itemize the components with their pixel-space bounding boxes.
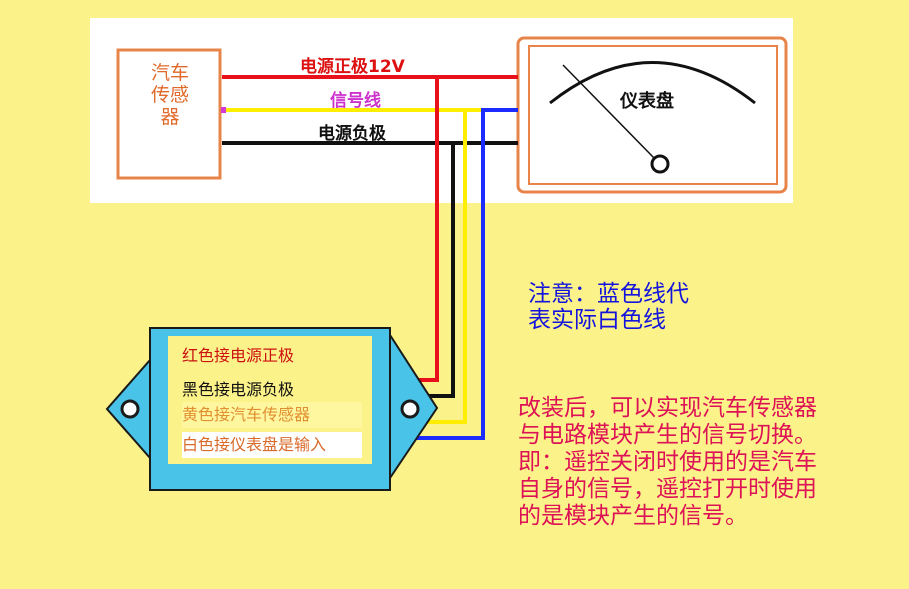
positive-wire-label: 电源正极12V <box>300 57 405 77</box>
signal-marker <box>221 107 226 113</box>
gauge-box-outer <box>516 36 788 194</box>
gauge-box-inner <box>528 45 778 185</box>
blue-wire-note: 注意：蓝色线代表实际白色线 <box>528 281 689 333</box>
modification-note: 改装后，可以实现汽车传感器与电路模块产生的信号切换。即：遥控关闭时使用的是汽车自… <box>518 395 817 529</box>
negative-wire-label: 电源负极 <box>318 124 386 144</box>
module-black-label: 黑色接电源负极 <box>182 380 295 399</box>
gauge-pivot <box>650 154 670 174</box>
gauge-needle <box>562 64 657 161</box>
sensor-box <box>116 48 222 180</box>
gauge-arc <box>549 61 756 105</box>
module-white-label: 白色接仪表盘是输入 <box>182 432 362 458</box>
signal-wire-label: 信号线 <box>330 91 381 111</box>
gauge-label: 仪表盘 <box>620 91 674 112</box>
sensor-label: 汽车传感器 <box>151 62 190 128</box>
module-yellow-label: 黄色接汽车传感器 <box>182 402 362 428</box>
module-hole-right <box>400 399 420 419</box>
wire-blue <box>392 108 518 440</box>
module-hole-left <box>120 399 140 419</box>
module-red-label: 红色接电源正极 <box>182 346 295 365</box>
